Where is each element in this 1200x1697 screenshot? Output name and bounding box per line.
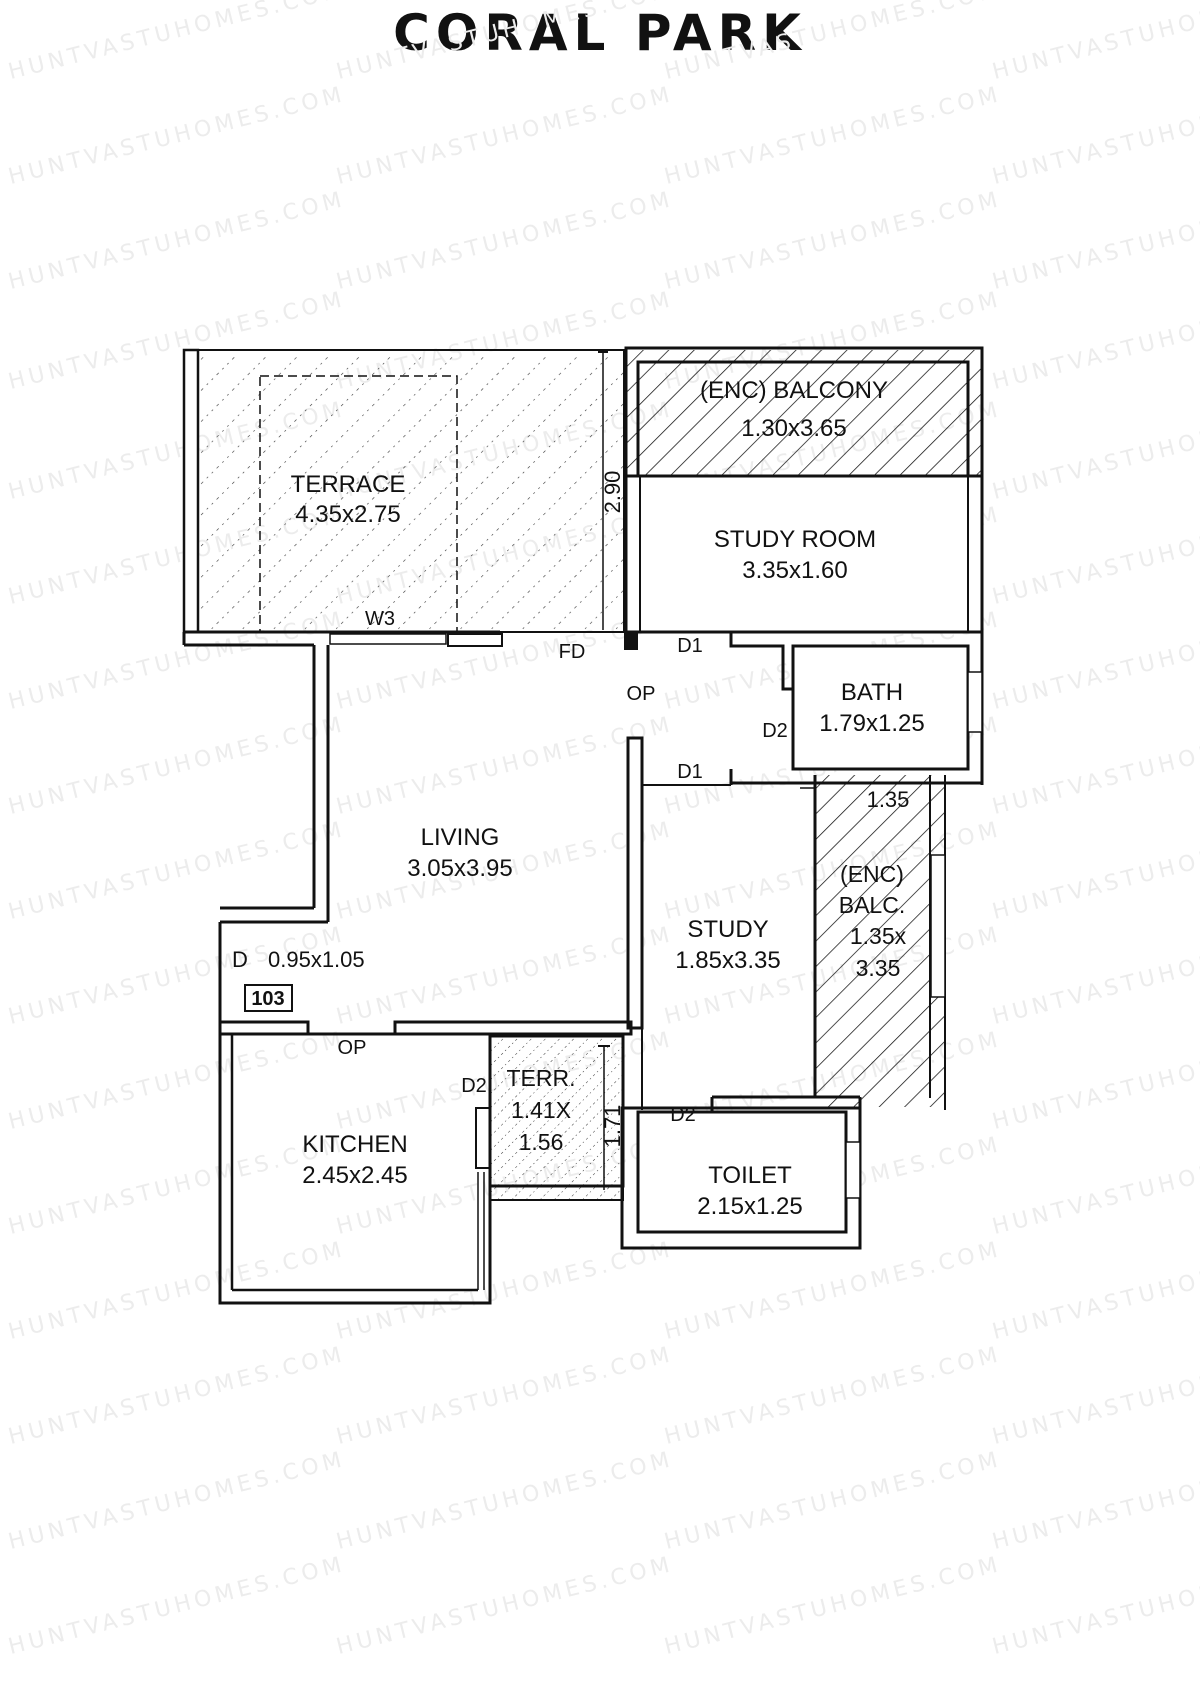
- room-bath: [729, 632, 983, 785]
- bath-dims: 1.79x1.25: [819, 710, 924, 737]
- study-room-name: STUDY ROOM: [714, 526, 876, 553]
- page-title: CORAL PARK: [393, 4, 807, 62]
- enc-balc-dims-1: 1.35x: [850, 923, 907, 949]
- room-enc-balc: [800, 775, 946, 1110]
- study-name: STUDY: [687, 916, 768, 943]
- toilet-dims: 2.15x1.25: [697, 1193, 802, 1220]
- unit-number: 103: [251, 988, 284, 1010]
- living-dims: 3.05x3.95: [407, 855, 512, 882]
- room-enc-balcony: [624, 346, 984, 480]
- opening-label: OP: [627, 683, 656, 705]
- terrace-name: TERRACE: [291, 471, 406, 498]
- dimension-label: 2.90: [600, 471, 625, 514]
- door-d2-label: D2: [461, 1075, 487, 1097]
- dining-dims: 0.95x1.05: [268, 947, 365, 972]
- room-toilet: [620, 1095, 862, 1250]
- terr-dims-1: 1.41X: [511, 1097, 571, 1123]
- dimension-label: 1.71: [600, 1105, 625, 1148]
- window-w3-label: W3: [365, 608, 395, 630]
- living-name: LIVING: [421, 824, 500, 851]
- bath-name: BATH: [841, 679, 903, 706]
- room-kitchen: [218, 1020, 633, 1305]
- room-terrace: [182, 348, 625, 634]
- front-door-label: FD: [559, 641, 586, 663]
- dining-name: D: [232, 947, 248, 972]
- enc-balc-name-2: BALC.: [839, 892, 905, 918]
- door-d2-label: D2: [670, 1104, 696, 1126]
- door-d1-label: D1: [677, 761, 703, 783]
- terr-name: TERR.: [507, 1065, 576, 1091]
- room-labels: TERRACE 4.35x2.75 (ENC) BALCONY 1.30x3.6…: [232, 377, 925, 1220]
- study-dims: 1.85x3.35: [675, 947, 780, 974]
- kitchen-name: KITCHEN: [302, 1131, 407, 1158]
- room-study-room: [624, 474, 984, 634]
- room-living: [182, 630, 968, 1030]
- enc-balc-dims-2: 3.35: [856, 955, 901, 981]
- opening-label: OP: [338, 1037, 367, 1059]
- dimension-label: 1.35: [867, 787, 910, 812]
- terr-dims-2: 1.56: [519, 1129, 564, 1155]
- door-d2-label: D2: [762, 720, 788, 742]
- terrace-dims: 4.35x2.75: [295, 501, 400, 528]
- toilet-name: TOILET: [708, 1162, 792, 1189]
- door-d1-label: D1: [677, 635, 703, 657]
- enc-balcony-name: (ENC) BALCONY: [700, 377, 888, 404]
- annotations: W3 FD OP D1 D1 D2 OP D2 D2 1.35 2.90 1.7…: [338, 471, 910, 1148]
- enc-balcony-dims: 1.30x3.65: [741, 415, 846, 442]
- kitchen-dims: 2.45x2.45: [302, 1162, 407, 1189]
- study-room-dims: 3.35x1.60: [742, 557, 847, 584]
- enc-balc-name-1: (ENC): [840, 861, 904, 887]
